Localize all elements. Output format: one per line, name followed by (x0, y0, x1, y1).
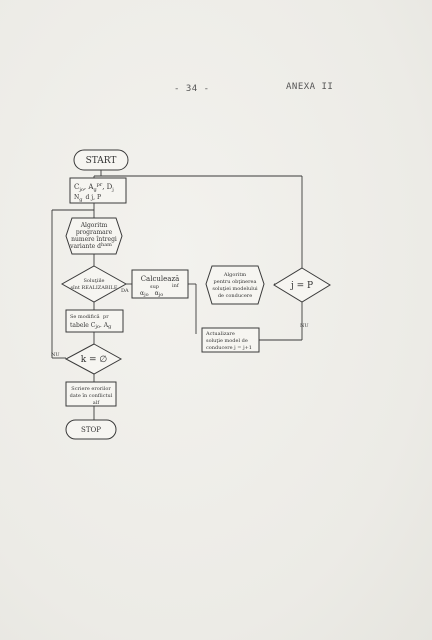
data-d-sub: j (111, 187, 114, 193)
print-errors-box: Scriere erorilor date în conflictul alf (65, 381, 117, 407)
calc-jo-2: jo (158, 292, 164, 298)
algorithm-integer-programming: Algoritm programare numere întregi varia… (65, 217, 123, 255)
data-n-sub: g (79, 197, 83, 203)
data-n: N (74, 194, 79, 201)
modify-line-1: Se modifică (70, 313, 100, 320)
start-terminal: START (73, 149, 129, 171)
data-a-sup: pr (97, 182, 103, 188)
algo-line-1: Algoritm (80, 222, 108, 229)
print-line-3: alf (93, 400, 101, 406)
decision-feasible: Soluţiile sînt REALIZABILE (60, 265, 128, 303)
print-line-1: Scriere erorilor (71, 386, 111, 392)
data-tail: j, P (90, 194, 101, 201)
calc-sup: sup (150, 284, 159, 290)
algo2-line-1: Algoritm (223, 272, 246, 278)
k-empty-text: k = ∅ (81, 355, 108, 365)
modify-sup: pr (103, 314, 109, 320)
update-line-1: Actualizare (205, 331, 235, 337)
label-nu-right: NU (300, 323, 309, 329)
svg-text:tabele Cjo. Ag: tabele Cjo. Ag (70, 322, 112, 330)
modify-line-2: tabele C (70, 322, 96, 329)
decision-line-2: sînt REALIZABILE (70, 284, 117, 291)
calc-inf: inf (172, 283, 180, 289)
update-line-2: soluţie model de (206, 338, 248, 344)
update-solution-box: Actualizare soluţie model de conducere j… (201, 327, 260, 353)
data-a: , A (84, 183, 94, 191)
label-nu-left: NU (51, 352, 60, 358)
decision-k-empty: k = ∅ (64, 343, 123, 375)
modify-g: g (108, 324, 112, 330)
algo-line-3: numere întregi (71, 236, 117, 243)
label-da: DA (121, 288, 129, 294)
data-d2: d (85, 194, 89, 201)
data-a-sub: g (93, 187, 97, 193)
calc-alpha-1: α (140, 290, 144, 297)
data-c-sub: jo (78, 187, 84, 193)
calc-alpha-2: α (155, 290, 159, 297)
algo2-line-2: pentru obţinerea (214, 279, 257, 285)
page-number: - 34 - (174, 84, 210, 94)
j-equals-p-text: j = P (290, 281, 313, 291)
annex-label: ANEXA II (286, 82, 334, 92)
algo-line-4: variante d (69, 243, 101, 250)
calc-line-1: Calculează (141, 275, 180, 283)
algorithm-control-model: Algoritm pentru obţinerea soluţiei model… (205, 265, 265, 305)
modify-tables-box: Se modifică pr tabele Cjo. Ag (65, 309, 124, 333)
stop-terminal: STOP (65, 419, 117, 440)
update-line-3: conducere j = j+1 (206, 345, 252, 351)
stop-text: STOP (81, 426, 101, 434)
svg-text:variante dham: variante dham (69, 242, 112, 250)
data-c: C (74, 183, 79, 191)
modify-jo: jo (94, 324, 100, 330)
algo2-line-3: soluţiei modelului (212, 286, 258, 292)
algo-line-2: programare (76, 229, 113, 236)
algo-sup: ham (101, 242, 112, 248)
svg-text:Cjo, Agpr, Dj: Cjo, Agpr, Dj (74, 182, 114, 193)
decision-j-equals-p: j = P (273, 267, 331, 303)
print-line-2: date în conflictul (70, 392, 113, 399)
modify-a: . A (100, 322, 109, 329)
data-d: , D (102, 183, 112, 191)
decision-line-1: Soluţiile (83, 278, 104, 284)
calc-jo-1: jo (143, 292, 149, 298)
start-text: START (86, 156, 117, 166)
algo2-line-4: de conducere (218, 293, 252, 299)
